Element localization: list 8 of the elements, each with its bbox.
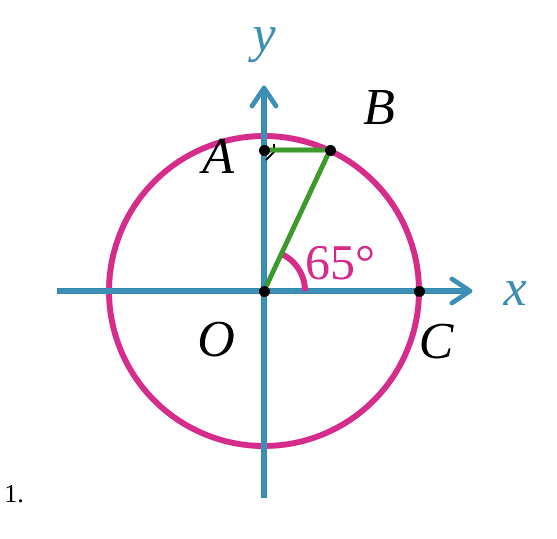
point-label: O [197,314,235,366]
point-label: B [363,82,395,134]
line-segment [264,154,330,288]
line-segment [270,148,324,152]
point-label: C [418,316,454,368]
axis-label: x [503,263,527,315]
angle-label: 65° [305,237,375,287]
item-number: 1. [4,481,24,507]
